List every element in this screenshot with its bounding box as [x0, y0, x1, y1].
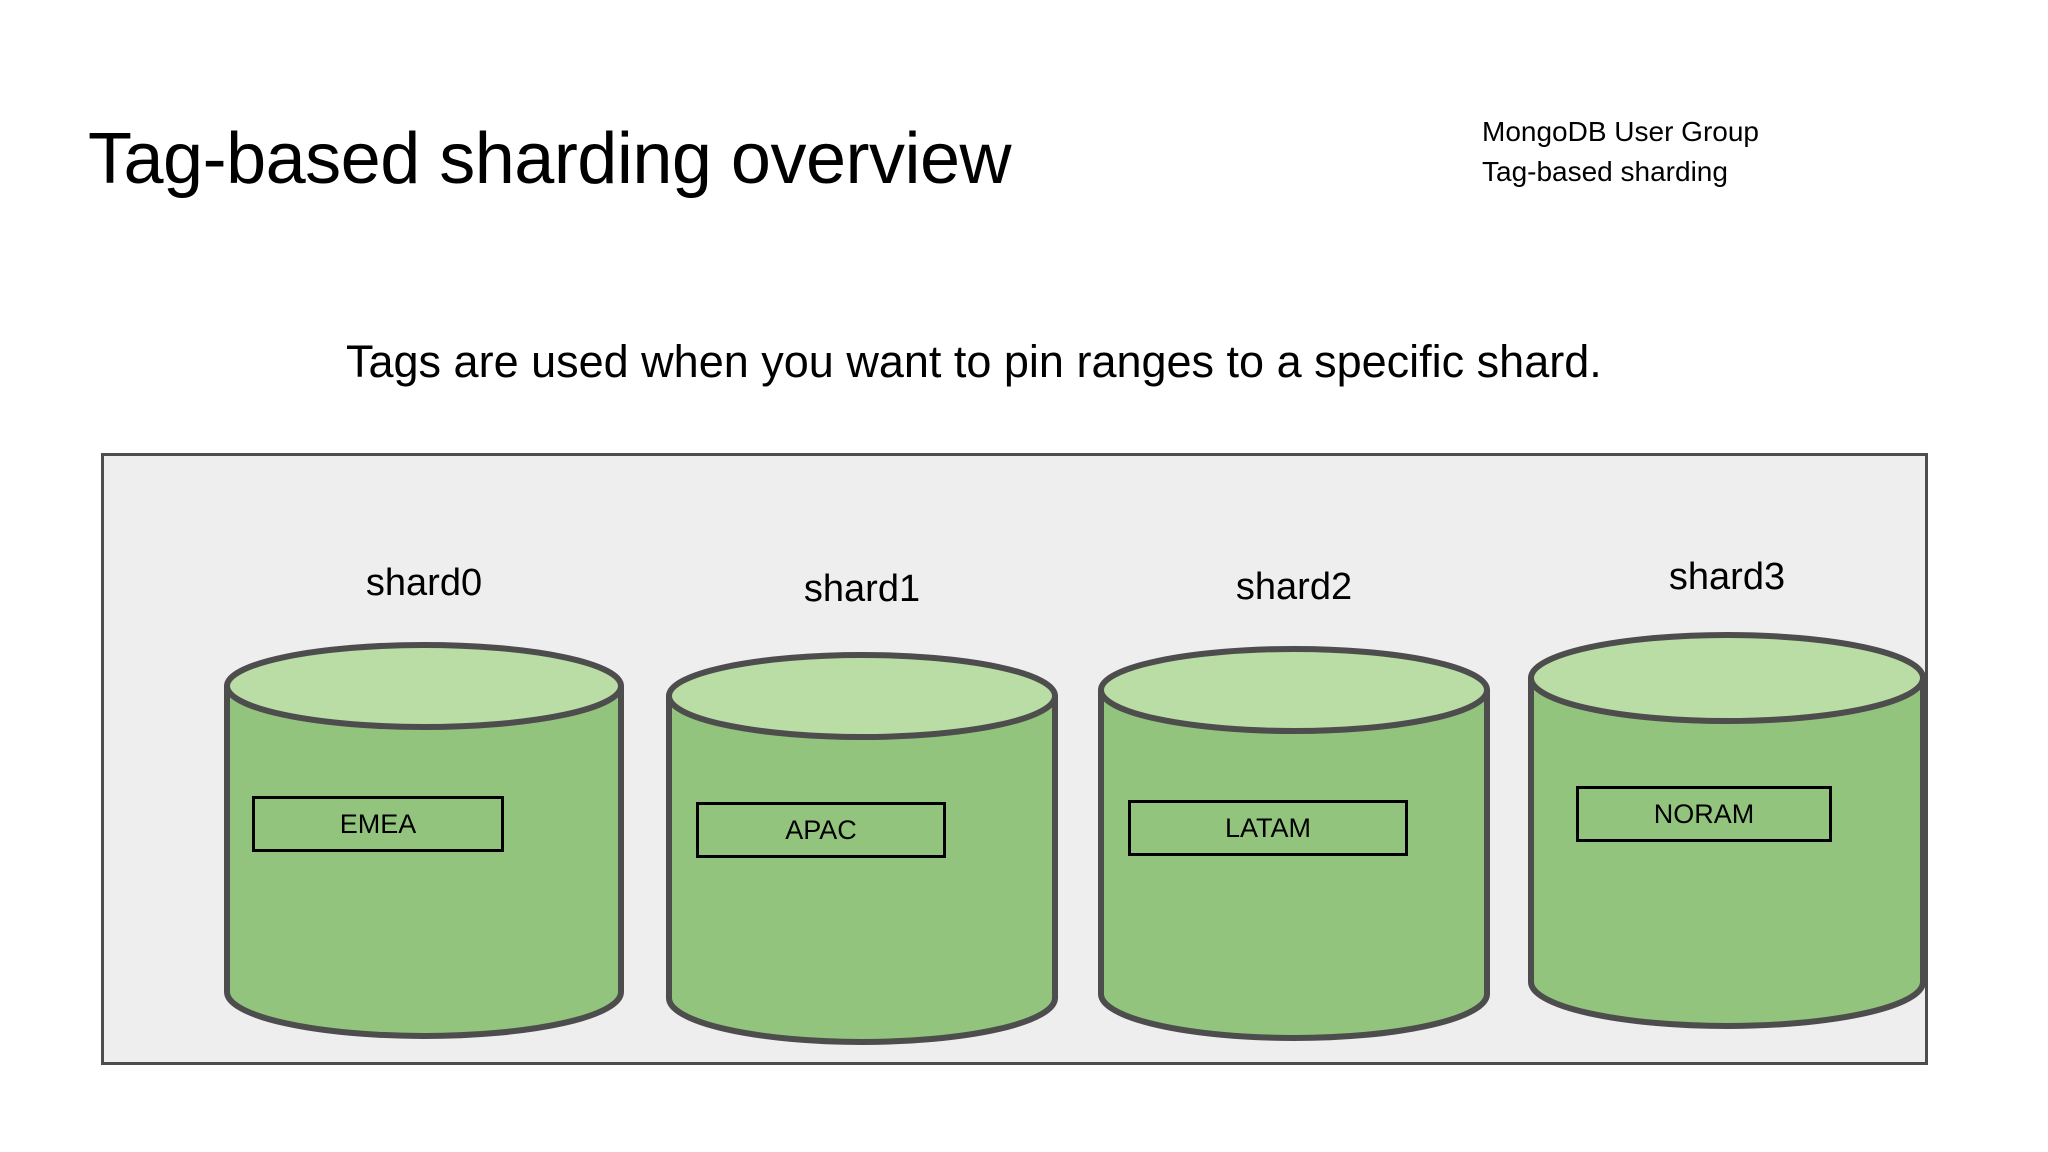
tag-label-2: LATAM: [1224, 812, 1311, 843]
shard-group-3: shard3 NORAM: [1528, 528, 1926, 1029]
tag-label-3: NORAM: [1653, 798, 1755, 829]
slide-subtitle: Tags are used when you want to pin range…: [346, 336, 1602, 387]
shard-label-0: shard0: [365, 562, 483, 604]
cylinder-shape-2: [1098, 646, 1490, 1041]
cylinder-shard0: [224, 642, 624, 1039]
tag-box-shard1: APAC: [696, 802, 946, 858]
shard-group-0: shard0 EMEA: [224, 528, 624, 1039]
shard-label-1: shard1: [803, 568, 921, 610]
cylinder-shard2: [1098, 646, 1490, 1041]
cylinder-shape-1: [666, 652, 1058, 1045]
deck-header-line-1: MongoDB User Group: [1482, 116, 1760, 147]
tag-box-shard2: LATAM: [1128, 800, 1408, 856]
tag-label-0: EMEA: [339, 808, 417, 839]
shard-group-2: shard2 LATAM: [1098, 528, 1490, 1041]
shard-label-3: shard3: [1668, 556, 1786, 598]
deck-header-line-2: Tag-based sharding: [1482, 155, 1728, 187]
tag-label-1: APAC: [785, 814, 857, 845]
shard-label-2: shard2: [1235, 566, 1353, 608]
tag-box-shard0: EMEA: [252, 796, 504, 852]
shard-group-1: shard1 APAC: [666, 528, 1058, 1045]
cylinder-shard3: [1528, 632, 1926, 1029]
cylinder-shard1: [666, 652, 1058, 1045]
cylinder-shape-0: [224, 642, 624, 1039]
deck-header: MongoDB User Group Tag-based sharding: [1482, 112, 1759, 192]
cylinder-shape-3: [1528, 632, 1926, 1029]
shard-diagram-panel: shard0 EMEA shard1 APAC shard2: [101, 453, 1928, 1065]
tag-box-shard3: NORAM: [1576, 786, 1832, 842]
page-title: Tag-based sharding overview: [88, 119, 1012, 199]
